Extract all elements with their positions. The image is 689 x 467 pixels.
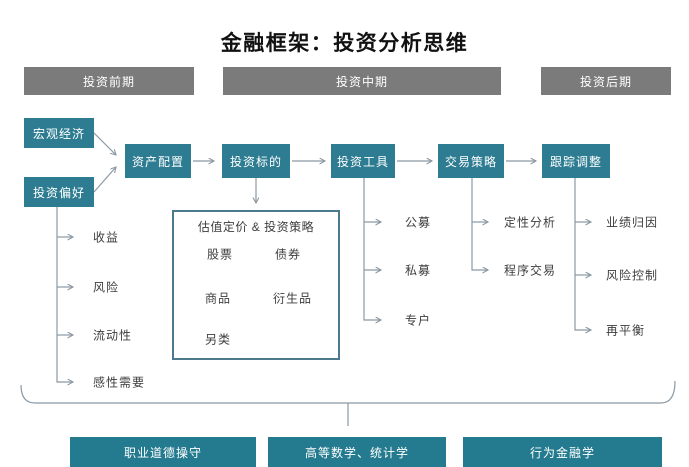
label-commodities: 商品: [205, 291, 232, 306]
label-public-fund: 公募: [405, 215, 432, 230]
page-title: 金融框架：投资分析思维: [220, 32, 469, 55]
label-alternatives: 另类: [205, 332, 232, 347]
foundation-bar-math-statistics: 高等数学、统计学: [268, 437, 446, 467]
valuation-strategy-box: 估值定价 & 投资策略 股票 债券 商品 衍生品 另类: [172, 210, 340, 360]
label-performance-attribution: 业绩归因: [606, 215, 659, 230]
label-stocks: 股票: [207, 247, 234, 262]
node-macro-economy: 宏观经济: [24, 118, 94, 148]
label-special-account: 专户: [405, 313, 432, 328]
phase-bar-early: 投资前期: [24, 67, 194, 95]
node-investment-tool: 投资工具: [331, 144, 395, 178]
phase-bar-middle: 投资中期: [223, 67, 501, 95]
label-risk: 风险: [93, 280, 120, 295]
label-private-fund: 私募: [405, 263, 432, 278]
node-asset-allocation: 资产配置: [125, 144, 191, 178]
label-emotional-need: 感性需要: [93, 375, 146, 390]
node-tracking-adjustment: 跟踪调整: [542, 144, 610, 178]
foundation-bar-ethics: 职业道德操守: [70, 437, 256, 467]
label-risk-control: 风险控制: [606, 268, 659, 283]
valuation-box-title: 估值定价 & 投资策略: [197, 220, 315, 234]
label-derivatives: 衍生品: [273, 291, 313, 306]
phase-bar-late: 投资后期: [541, 67, 671, 95]
foundation-bar-behavioral-finance: 行为金融学: [463, 437, 662, 467]
label-program-trading: 程序交易: [504, 263, 557, 278]
node-investment-target: 投资标的: [222, 144, 290, 178]
label-rebalancing: 再平衡: [606, 323, 646, 338]
node-investment-preference: 投资偏好: [24, 177, 94, 207]
label-qualitative-analysis: 定性分析: [504, 215, 557, 230]
node-trading-strategy: 交易策略: [438, 144, 504, 178]
label-liquidity: 流动性: [93, 328, 133, 343]
label-bonds: 债券: [275, 247, 302, 262]
label-return: 收益: [93, 230, 120, 245]
